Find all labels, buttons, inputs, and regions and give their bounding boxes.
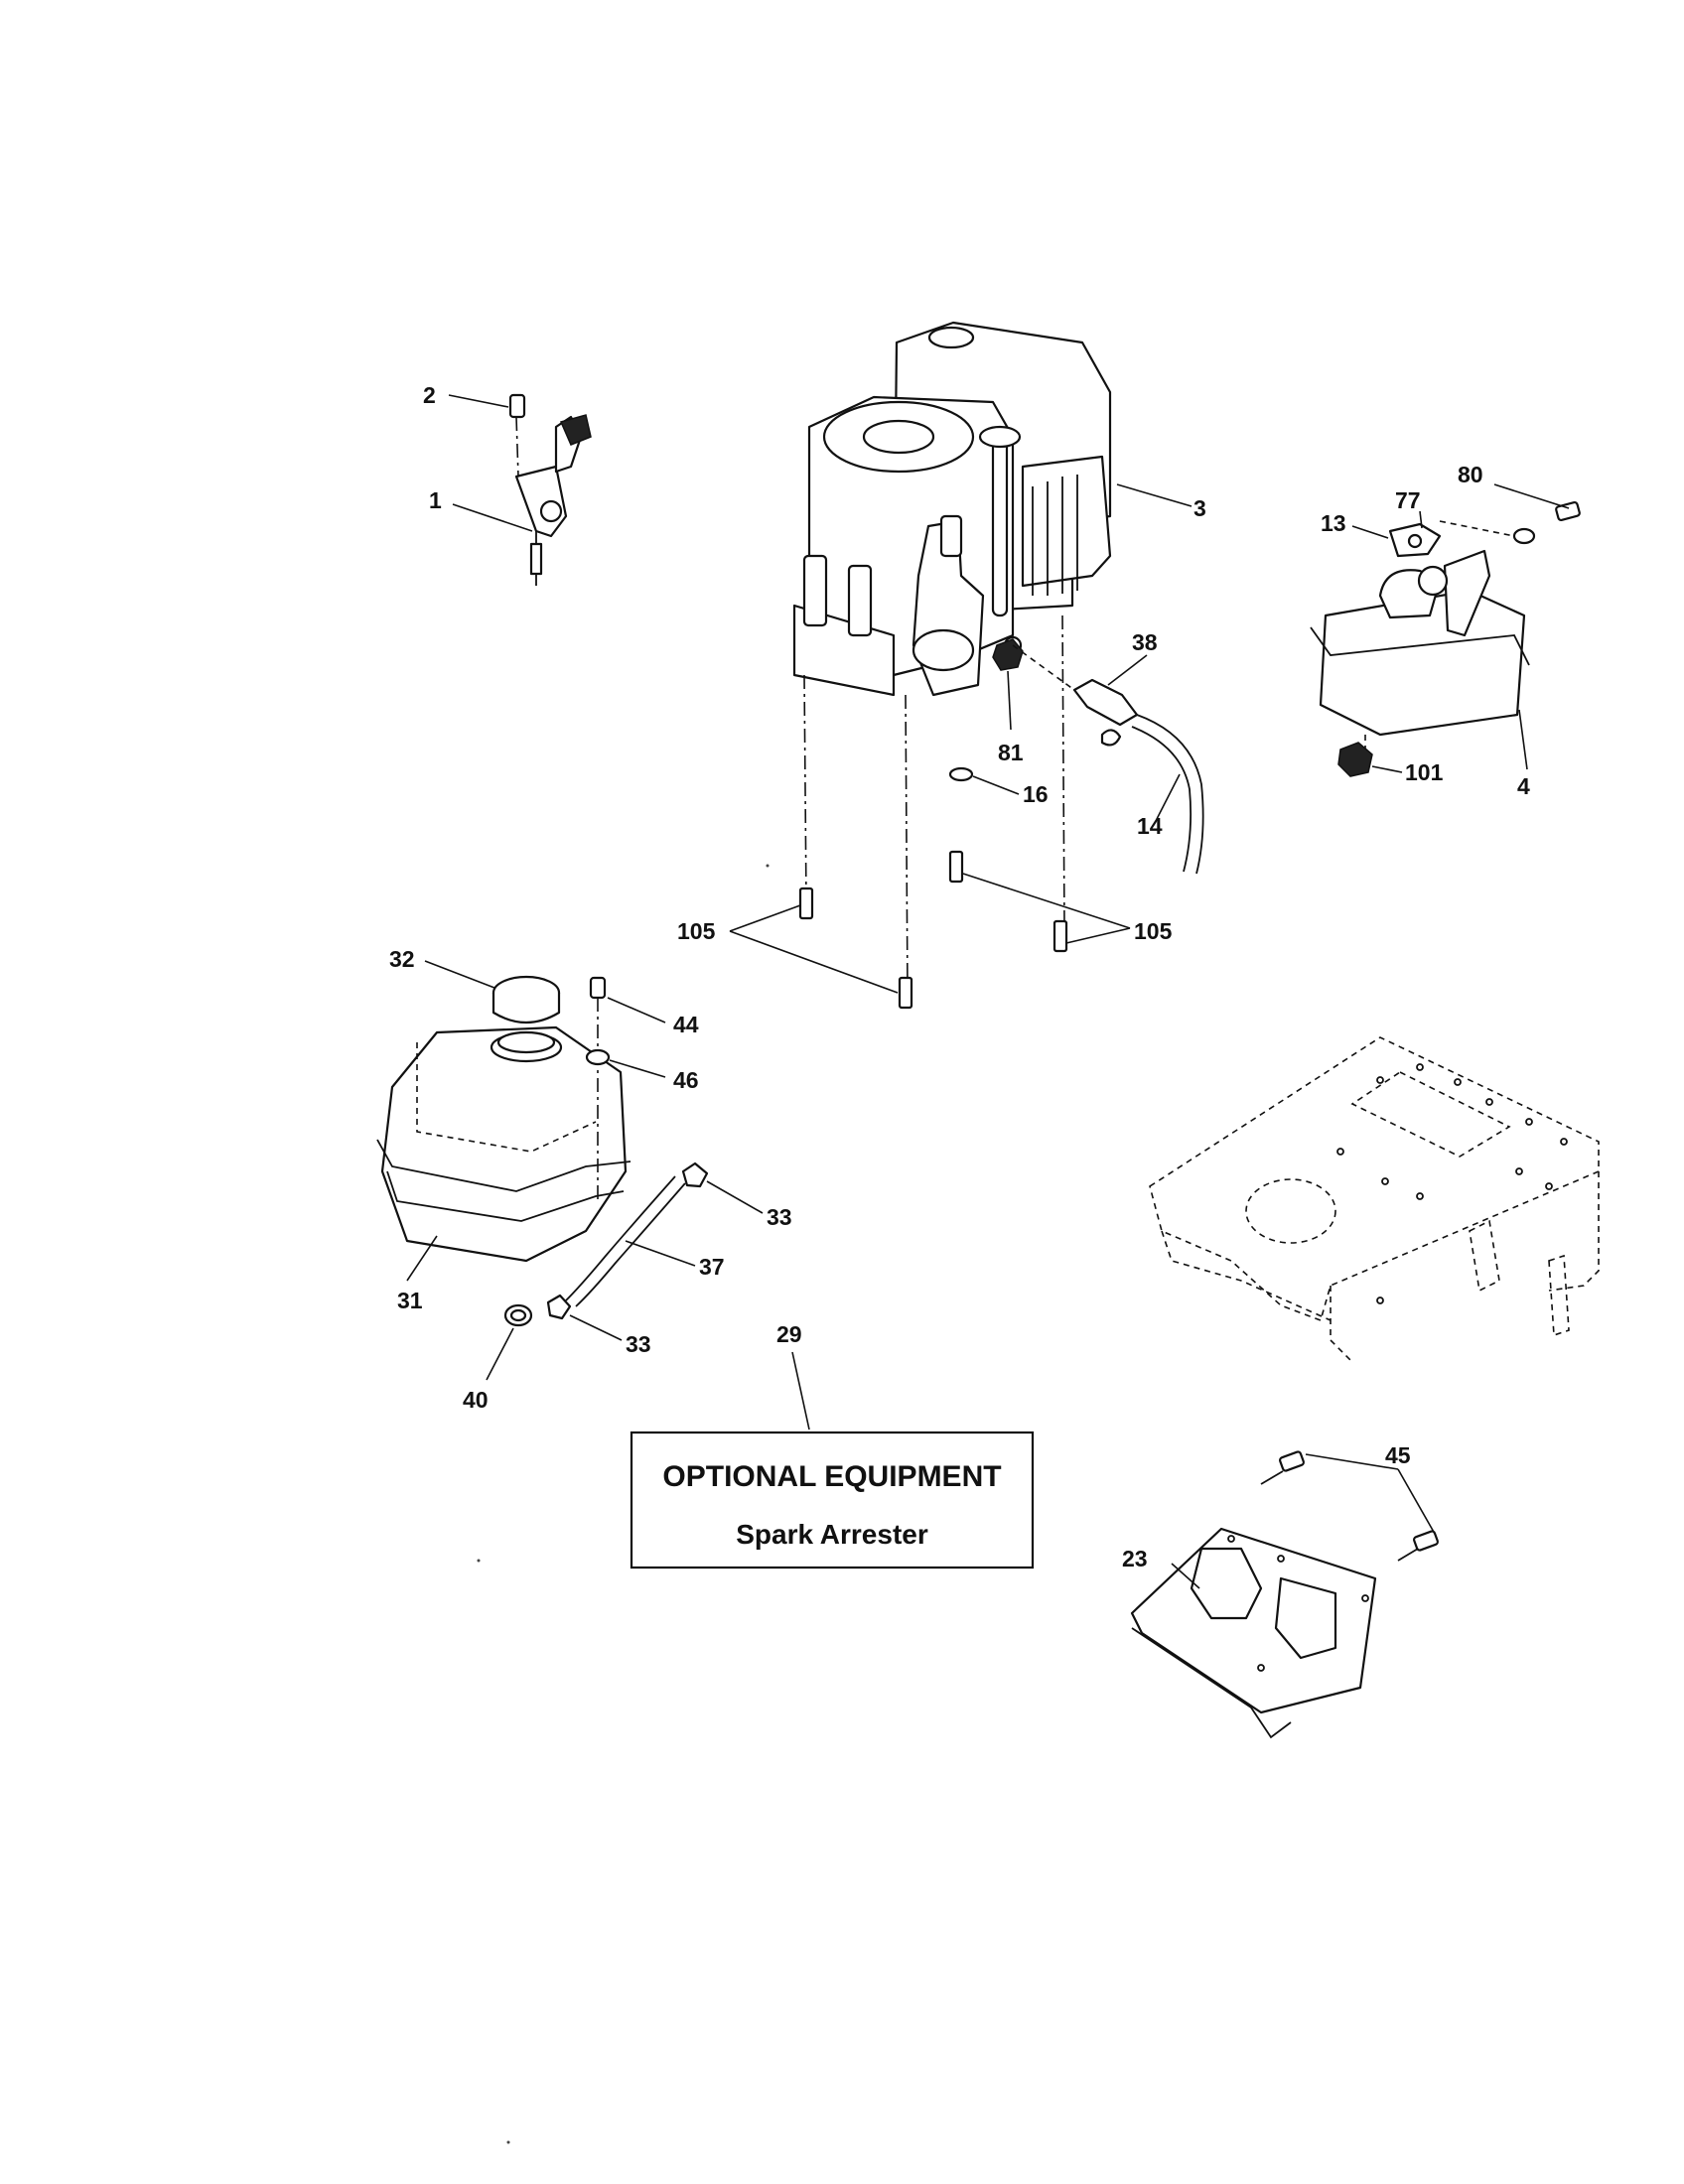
muffler: [1310, 549, 1530, 770]
nut-81: [992, 638, 1024, 731]
bolts-45: [1260, 1450, 1439, 1562]
callout-105-left: 105: [677, 918, 716, 944]
callout-105-right: 105: [1134, 918, 1173, 944]
callout-37: 37: [699, 1254, 725, 1280]
callout-32: 32: [389, 946, 415, 972]
callout-16: 16: [1023, 781, 1049, 807]
callout-45: 45: [1385, 1442, 1411, 1468]
callout-23: 23: [1122, 1546, 1148, 1571]
fuel-tank: [376, 1025, 632, 1282]
fuel-hose-14: [1131, 714, 1204, 875]
callout-33-lower: 33: [626, 1331, 651, 1357]
clamp-33-lower: [546, 1294, 623, 1341]
gasket-13: [1351, 522, 1442, 558]
callout-80: 80: [1458, 462, 1483, 487]
scan-dot: [477, 1559, 481, 1563]
callout-14: 14: [1137, 813, 1163, 839]
nut-101: [1337, 742, 1403, 777]
bushing-40: [486, 1303, 533, 1381]
callout-29: 29: [776, 1321, 802, 1347]
callout-33-upper: 33: [767, 1204, 792, 1230]
washer-16: [948, 766, 1020, 795]
optional-equipment-subtitle: Spark Arrester: [736, 1519, 928, 1550]
callout-81: 81: [998, 740, 1024, 765]
callout-101: 101: [1405, 759, 1444, 785]
callout-31: 31: [397, 1288, 423, 1313]
callout-38: 38: [1132, 629, 1158, 655]
optional-equipment-title: OPTIONAL EQUIPMENT: [662, 1460, 1001, 1493]
callout-2: 2: [423, 382, 436, 408]
optional-equipment-box: [630, 1351, 1035, 1570]
washer-46: [585, 1048, 666, 1078]
callout-3: 3: [1193, 495, 1206, 521]
callout-1: 1: [429, 487, 442, 513]
heat-shield: [1130, 1527, 1377, 1739]
engine: [792, 321, 1193, 994]
scan-dot: [506, 2140, 510, 2144]
fuel-fitting-38: [1012, 644, 1148, 747]
callout-40: 40: [463, 1387, 489, 1413]
screw-44: [589, 976, 666, 1201]
bolts-105: [729, 850, 1131, 1010]
scan-dot: [766, 864, 770, 868]
callout-46: 46: [673, 1067, 699, 1093]
fuel-line-37: [565, 1175, 696, 1307]
callout-4: 4: [1517, 773, 1530, 799]
throttle-control-assembly: [448, 393, 592, 586]
washer-80-bolt: [1439, 483, 1581, 545]
callout-13: 13: [1321, 510, 1346, 536]
callout-44: 44: [673, 1012, 699, 1037]
clamp-33-upper: [681, 1161, 764, 1214]
fuel-cap-32: [424, 960, 561, 1024]
callout-77: 77: [1395, 487, 1421, 513]
frame: [1149, 1036, 1600, 1361]
